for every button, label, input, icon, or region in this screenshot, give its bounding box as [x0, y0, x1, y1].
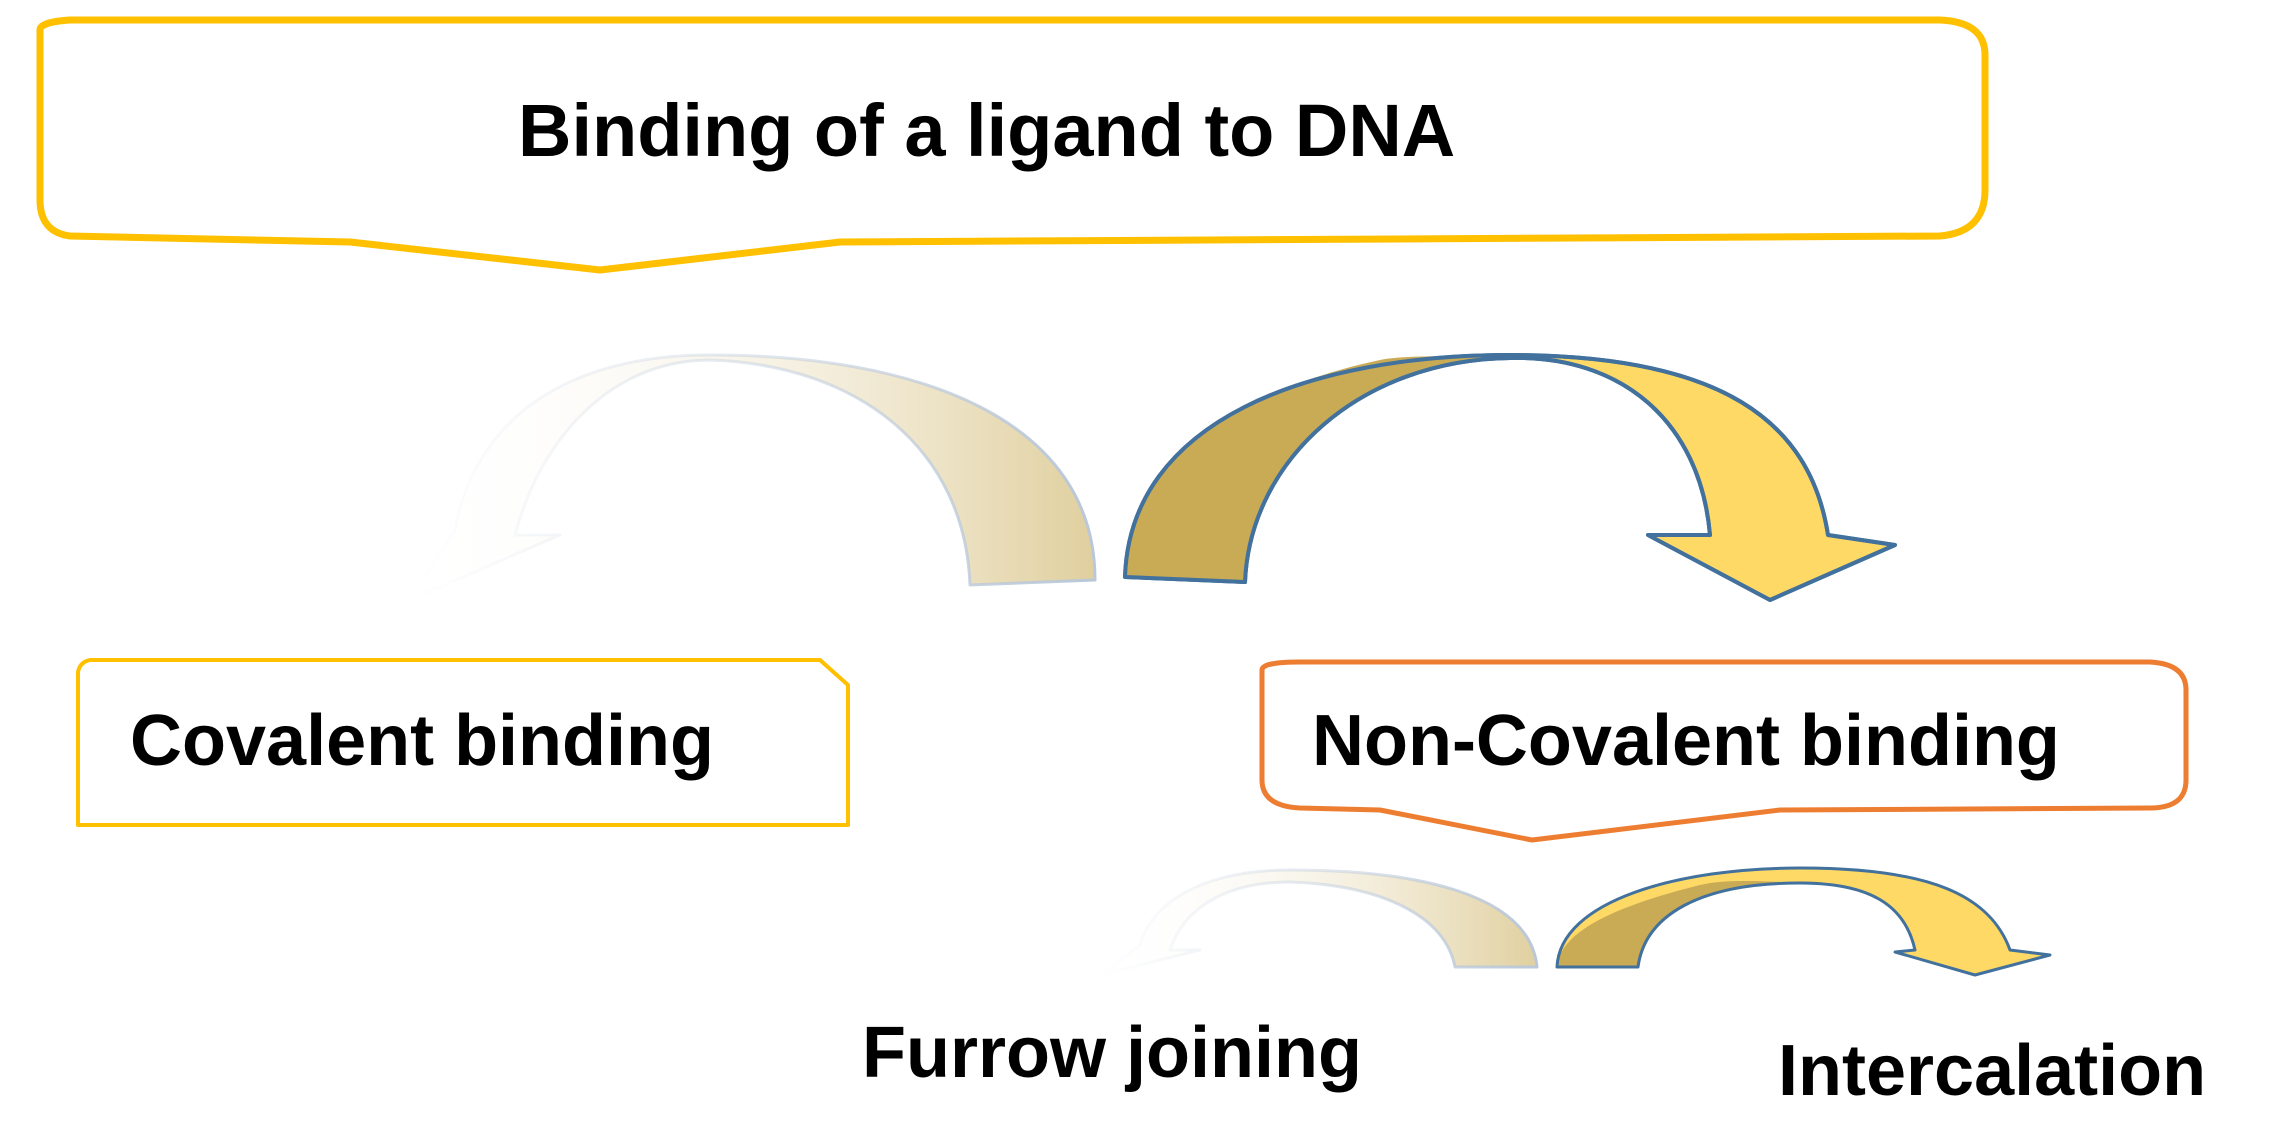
- arrow-to-furrow-joining: [1098, 868, 1539, 977]
- furrow-joining-label: Furrow joining: [862, 1013, 1362, 1093]
- covalent-binding-label: Covalent binding: [130, 701, 714, 781]
- arrow-to-intercalation: [1555, 866, 2052, 977]
- arrow-to-covalent: [408, 353, 1097, 602]
- noncovalent-binding-label: Non-Covalent binding: [1312, 701, 2060, 781]
- arrow-to-noncovalent: [1123, 353, 1897, 602]
- root-title: Binding of a ligand to DNA: [518, 89, 1456, 172]
- covalent-box: [76, 658, 850, 827]
- root-callout-box: [36, 16, 1989, 274]
- noncovalent-callout-box: [1259, 659, 2189, 843]
- intercalation-label: Intercalation: [1778, 1031, 2207, 1111]
